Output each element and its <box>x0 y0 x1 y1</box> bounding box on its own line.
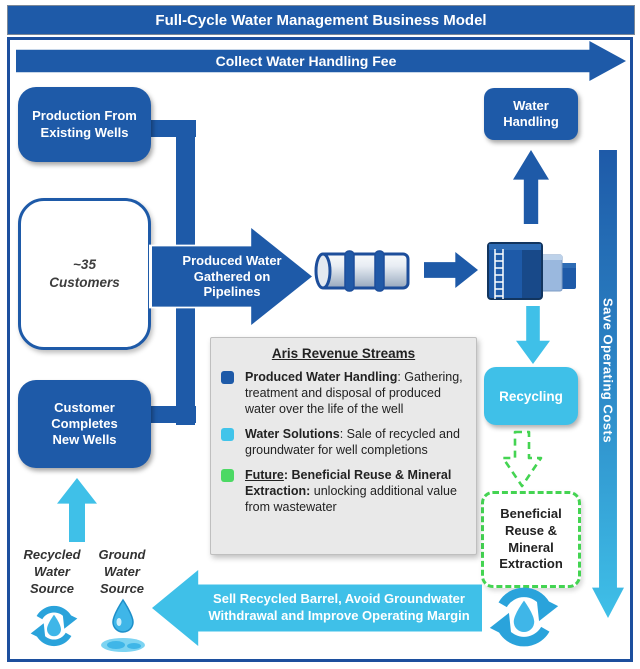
legend-swatch-icon <box>221 371 234 384</box>
produced-water-label: Produced Water Gathered on Pipelines <box>182 253 282 300</box>
sell-recycled-label: Sell Recycled Barrel, Avoid Groundwater … <box>208 591 470 623</box>
recycle-icon-large <box>489 587 559 647</box>
recycling-box: Recycling <box>484 367 578 425</box>
customer-completes-box: Customer Completes New Wells <box>18 380 151 468</box>
legend-item: Future: Beneficial Reuse & Mineral Extra… <box>221 467 466 515</box>
legend-item-text: Water Solutions: Sale of recycled and gr… <box>245 427 460 457</box>
water-handling-box: Water Handling <box>484 88 578 140</box>
legend-swatch-icon <box>221 428 234 441</box>
recycled-water-icon <box>30 605 78 647</box>
legend-item: Produced Water Handling: Gathering, trea… <box>221 369 466 417</box>
pipe-horizontal-top <box>146 120 196 137</box>
legend-item-text: Future: Beneficial Reuse & Mineral Extra… <box>245 468 457 514</box>
recycled-source-label: Recycled Water Source <box>23 547 81 596</box>
legend-items: Produced Water Handling: Gathering, trea… <box>221 369 466 515</box>
groundwater-drop-icon <box>101 598 145 652</box>
storage-tank-icon <box>487 242 576 300</box>
legend-item: Water Solutions: Sale of recycled and gr… <box>221 426 466 458</box>
legend-swatch-icon <box>221 469 234 482</box>
ground-source-label: Ground Water Source <box>98 547 146 596</box>
collect-fee-label: Collect Water Handling Fee <box>215 53 397 69</box>
pipeline-icon <box>314 250 410 292</box>
customers-box: ~35 Customers <box>18 198 151 350</box>
pipe-horizontal-bottom <box>146 406 196 423</box>
legend-item-text: Produced Water Handling: Gathering, trea… <box>245 370 463 416</box>
revenue-streams-legend: Aris Revenue Streams Produced Water Hand… <box>210 337 477 555</box>
page-title: Full-Cycle Water Management Business Mod… <box>7 5 635 35</box>
production-wells-box: Production From Existing Wells <box>18 87 151 162</box>
legend-title: Aris Revenue Streams <box>271 346 416 361</box>
save-costs-label: Save Operating Costs <box>600 298 616 444</box>
beneficial-reuse-box: Beneficial Reuse & Mineral Extraction <box>481 491 581 588</box>
dashed-future-arrow-icon <box>501 430 543 488</box>
